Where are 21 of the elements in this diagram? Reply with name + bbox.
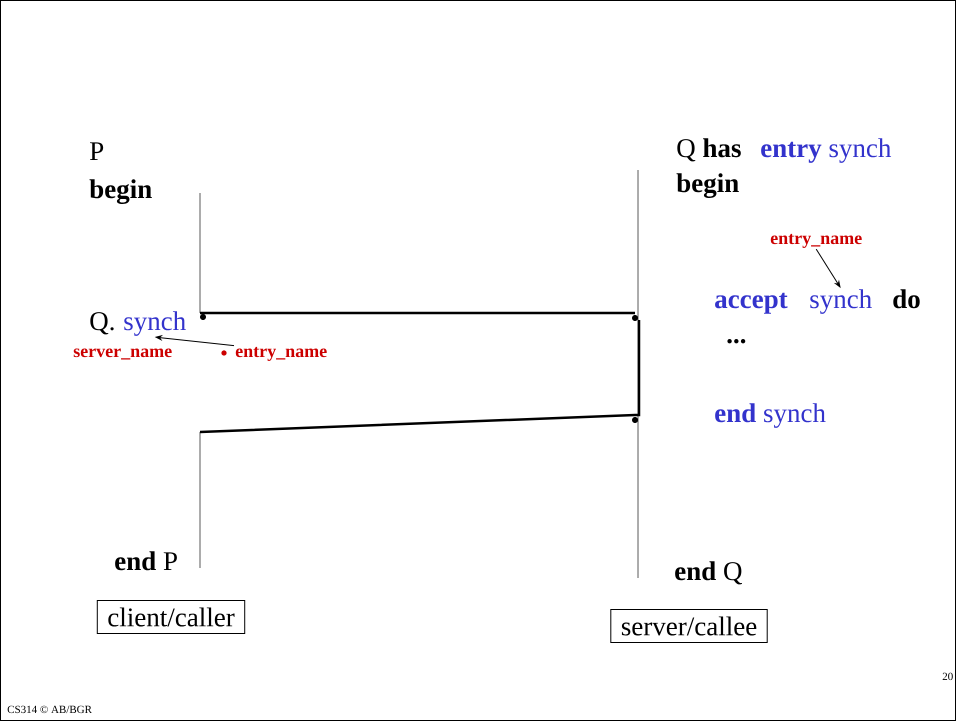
- code-text: synch: [810, 289, 872, 314]
- code-text: P: [90, 142, 104, 160]
- footer-text: CS314 © AB/BGR: [8, 706, 92, 714]
- code-text: ...: [727, 339, 746, 344]
- role-box: client/caller: [96, 600, 246, 634]
- page-number: 20: [942, 672, 953, 680]
- annotation-text: entry_name: [770, 234, 862, 248]
- code-text: Q has: [677, 138, 741, 162]
- code-text: do: [893, 289, 920, 308]
- code-text: end Q: [675, 561, 742, 584]
- annotation-text: server_name: [74, 348, 172, 360]
- role-box: server/callee: [610, 609, 768, 643]
- code-text: Q.: [90, 312, 114, 334]
- code-text: synch: [124, 311, 186, 336]
- code-text: entry synch: [761, 138, 892, 163]
- code-text: end P: [115, 551, 177, 570]
- code-text: begin: [676, 173, 739, 198]
- annotation-text: entry_name: [236, 346, 327, 361]
- code-text: begin: [90, 179, 152, 204]
- code-text: accept: [715, 292, 788, 314]
- code-text: end synch: [715, 403, 826, 428]
